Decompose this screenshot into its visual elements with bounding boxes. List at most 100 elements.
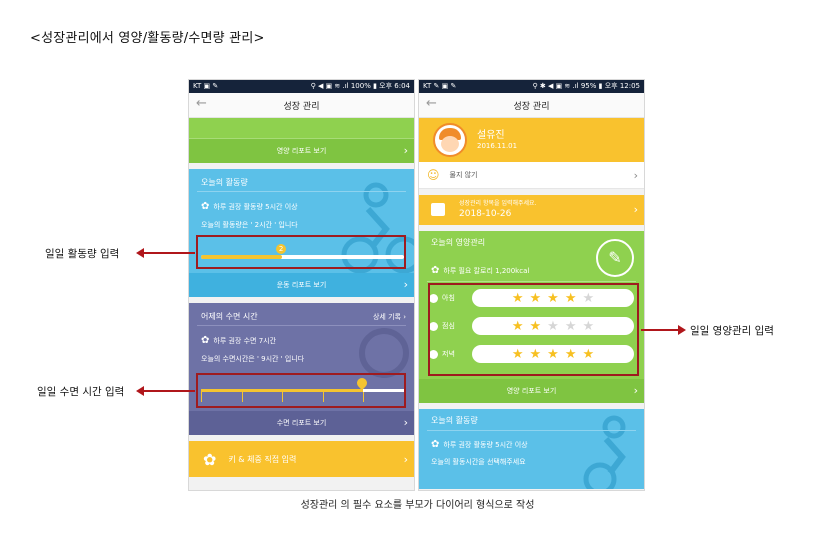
star-icon[interactable]: ★ bbox=[511, 290, 524, 306]
nutrition-report-button[interactable]: 영양 리포트 보기 › bbox=[189, 138, 414, 163]
back-arrow-icon[interactable]: ← bbox=[196, 96, 207, 111]
nutrition-report-button[interactable]: 영양 리포트 보기 › bbox=[419, 379, 644, 403]
star-icon[interactable]: ★ bbox=[564, 346, 577, 362]
status-left: KT ▣ ✎ bbox=[193, 82, 219, 90]
footprint-icon: ✿ bbox=[201, 335, 210, 346]
activity-recommend: ✿ 하루 권장 활동량 5시간 이상 bbox=[431, 439, 528, 450]
sleep-card: 어제의 수면 시간 상세 기록 › ✿ 하루 권장 수면 7시간 오늘의 수면시… bbox=[189, 303, 414, 411]
profile-name: 설유진 bbox=[477, 130, 505, 141]
meal-rating-row: 저녁 ★ ★ ★ ★ ★ bbox=[429, 343, 634, 365]
date-selector[interactable]: 성장관리 항목을 입력해주세요. 2018-10-26 › bbox=[419, 195, 644, 225]
meal-rating-list: 아침 ★ ★ ★ ★ ★ 점심 ★ ★ ★ ★ ★ 저녁 ★ ★ ★ ★ ★ bbox=[429, 287, 634, 371]
app-title: 성장 관리 bbox=[513, 101, 550, 112]
meal-time-icon bbox=[429, 349, 438, 359]
activity-today-text: 오늘의 활동량은 ' 2시간 ' 입니다 bbox=[201, 221, 298, 229]
activity-recommend-text: 하루 권장 활동량 5시간 이상 bbox=[443, 440, 528, 449]
height-weight-input-button[interactable]: ✿ 키 & 체중 직접 입력 › bbox=[189, 441, 414, 477]
star-rating[interactable]: ★ ★ ★ ★ ★ bbox=[472, 317, 634, 335]
star-icon[interactable]: ★ bbox=[564, 318, 577, 334]
activity-card: 오늘의 활동량 ✿ 하루 권장 활동량 5시간 이상 오늘의 활동량은 ' 2시… bbox=[189, 169, 414, 273]
star-icon[interactable]: ★ bbox=[547, 318, 559, 334]
star-icon[interactable]: ★ bbox=[529, 318, 542, 334]
status-right: ⚲ ◀ ▣ ≋ .ıl 100% ▮ 오후 6:04 bbox=[310, 82, 410, 90]
star-icon[interactable]: ★ bbox=[529, 346, 542, 362]
avatar[interactable] bbox=[433, 123, 467, 157]
sleep-title: 어제의 수면 시간 bbox=[201, 312, 258, 321]
star-icon[interactable]: ★ bbox=[564, 290, 577, 306]
sleep-slider[interactable] bbox=[201, 375, 404, 402]
cyclist-illustration-icon bbox=[583, 415, 626, 489]
status-right: ⚲ ✱ ◀ ▣ ≋ .ıl 95% ▮ 오후 12:05 bbox=[532, 82, 640, 90]
sleep-arrow bbox=[136, 386, 195, 396]
sleep-report-button[interactable]: 수면 리포트 보기 › bbox=[189, 411, 414, 435]
nutrition-report-label: 영양 리포트 보기 bbox=[276, 147, 327, 155]
sleep-yesterday-text: 오늘의 수면시간은 ' 9시간 ' 입니다 bbox=[201, 355, 305, 363]
meal-book-icon: ✎ bbox=[596, 239, 634, 277]
chevron-right-icon: › bbox=[633, 203, 638, 216]
app-bar: ← 성장 관리 bbox=[189, 93, 414, 118]
activity-slider-handle[interactable]: 2 bbox=[276, 244, 287, 254]
nutrition-input-highlight bbox=[428, 283, 639, 376]
nutrition-card-remnant bbox=[189, 118, 414, 138]
star-rating[interactable]: ★ ★ ★ ★ ★ bbox=[472, 345, 634, 363]
quiz-link[interactable]: ☺ 물지 않기 › bbox=[419, 162, 644, 189]
exercise-report-button[interactable]: 운동 리포트 보기 › bbox=[189, 273, 414, 297]
star-icon[interactable]: ★ bbox=[511, 346, 524, 362]
profile-birth: 2016.11.01 bbox=[477, 142, 518, 150]
sleep-recommend: ✿ 하루 권장 수면 7시간 bbox=[201, 335, 276, 346]
star-icon[interactable]: ★ bbox=[511, 318, 524, 334]
footprint-icon: ✿ bbox=[201, 201, 210, 212]
status-bar: KT ✎ ▣ ✎ ⚲ ✱ ◀ ▣ ≋ .ıl 95% ▮ 오후 12:05 bbox=[419, 80, 644, 93]
activity-card: 오늘의 활동량 ✿ 하루 권장 활동량 5시간 이상 오늘의 활동시간을 선택해… bbox=[419, 409, 644, 489]
phone-screen-nutrition: KT ✎ ▣ ✎ ⚲ ✱ ◀ ▣ ≋ .ıl 95% ▮ 오후 12:05 ← … bbox=[418, 79, 645, 491]
sleep-detail-link[interactable]: 상세 기록 › bbox=[372, 313, 406, 321]
activity-arrow bbox=[136, 248, 195, 258]
star-icon[interactable]: ★ bbox=[529, 290, 542, 306]
star-icon[interactable]: ★ bbox=[547, 346, 559, 362]
family-icon: ☺ bbox=[427, 168, 440, 182]
profile-header: 설유진 2016.11.01 bbox=[419, 118, 644, 162]
star-icon[interactable]: ★ bbox=[582, 346, 595, 362]
star-icon[interactable]: ★ bbox=[547, 290, 559, 306]
meal-label: 아침 bbox=[442, 294, 455, 302]
activity-title: 오늘의 활동량 bbox=[431, 416, 478, 425]
nutrition-report-label: 영양 리포트 보기 bbox=[506, 387, 557, 395]
status-left: KT ✎ ▣ ✎ bbox=[423, 82, 457, 90]
app-bar: ← 성장 관리 bbox=[419, 93, 644, 118]
quiz-link-label: 물지 않기 bbox=[449, 171, 478, 179]
chevron-right-icon: › bbox=[403, 452, 408, 466]
activity-slider[interactable]: 2 bbox=[201, 244, 404, 259]
date-value: 2018-10-26 bbox=[459, 209, 512, 219]
status-bar: KT ▣ ✎ ⚲ ◀ ▣ ≋ .ıl 100% ▮ 오후 6:04 bbox=[189, 80, 414, 93]
footprint-icon: ✿ bbox=[431, 265, 440, 276]
meal-time-icon bbox=[429, 321, 438, 331]
star-icon[interactable]: ★ bbox=[582, 318, 595, 334]
meal-label: 점심 bbox=[442, 322, 455, 330]
giraffe-icon: ✿ bbox=[203, 449, 217, 469]
nutrition-card: 오늘의 영양관리 ✎ ✿ 하루 필요 칼로리 1,200kcal 아침★★★★★… bbox=[419, 231, 644, 379]
nutrition-calorie-text: 하루 필요 칼로리 1,200kcal bbox=[443, 266, 530, 275]
sleep-illustration-icon bbox=[359, 328, 409, 378]
back-arrow-icon[interactable]: ← bbox=[426, 96, 437, 111]
exercise-report-label: 운동 리포트 보기 bbox=[276, 281, 327, 289]
star-icon[interactable]: ★ bbox=[582, 290, 595, 306]
chevron-right-icon: › bbox=[403, 277, 408, 291]
sleep-slider-fill bbox=[201, 389, 364, 392]
figure-caption: 성장관리 의 필수 요소를 부모가 다이어리 형식으로 작성 bbox=[300, 500, 535, 511]
meal-rating-row: 점심 ★ ★ ★ ★ ★ bbox=[429, 315, 634, 337]
chevron-right-icon: › bbox=[403, 415, 408, 429]
activity-recommend: ✿ 하루 권장 활동량 5시간 이상 bbox=[201, 201, 298, 212]
sleep-recommend-text: 하루 권장 수면 7시간 bbox=[213, 336, 277, 345]
nutrition-arrow bbox=[641, 325, 686, 335]
activity-prompt-text: 오늘의 활동시간을 선택해주세요 bbox=[431, 458, 526, 466]
star-rating[interactable]: ★ ★ ★ ★ ★ bbox=[472, 289, 634, 307]
sleep-detail-label: 상세 기록 bbox=[372, 313, 401, 321]
activity-today: 오늘의 활동량은 ' 2시간 ' 입니다 bbox=[201, 220, 298, 230]
meal-time-icon bbox=[429, 293, 438, 303]
activity-prompt: 오늘의 활동시간을 선택해주세요 bbox=[431, 457, 526, 467]
sleep-report-label: 수면 리포트 보기 bbox=[276, 419, 327, 427]
activity-input-label: 일일 활동량 입력 bbox=[45, 248, 120, 260]
meal-label: 저녁 bbox=[442, 350, 455, 358]
sleep-input-highlight bbox=[196, 373, 406, 408]
sleep-input-label: 일일 수면 시간 입력 bbox=[37, 386, 125, 398]
